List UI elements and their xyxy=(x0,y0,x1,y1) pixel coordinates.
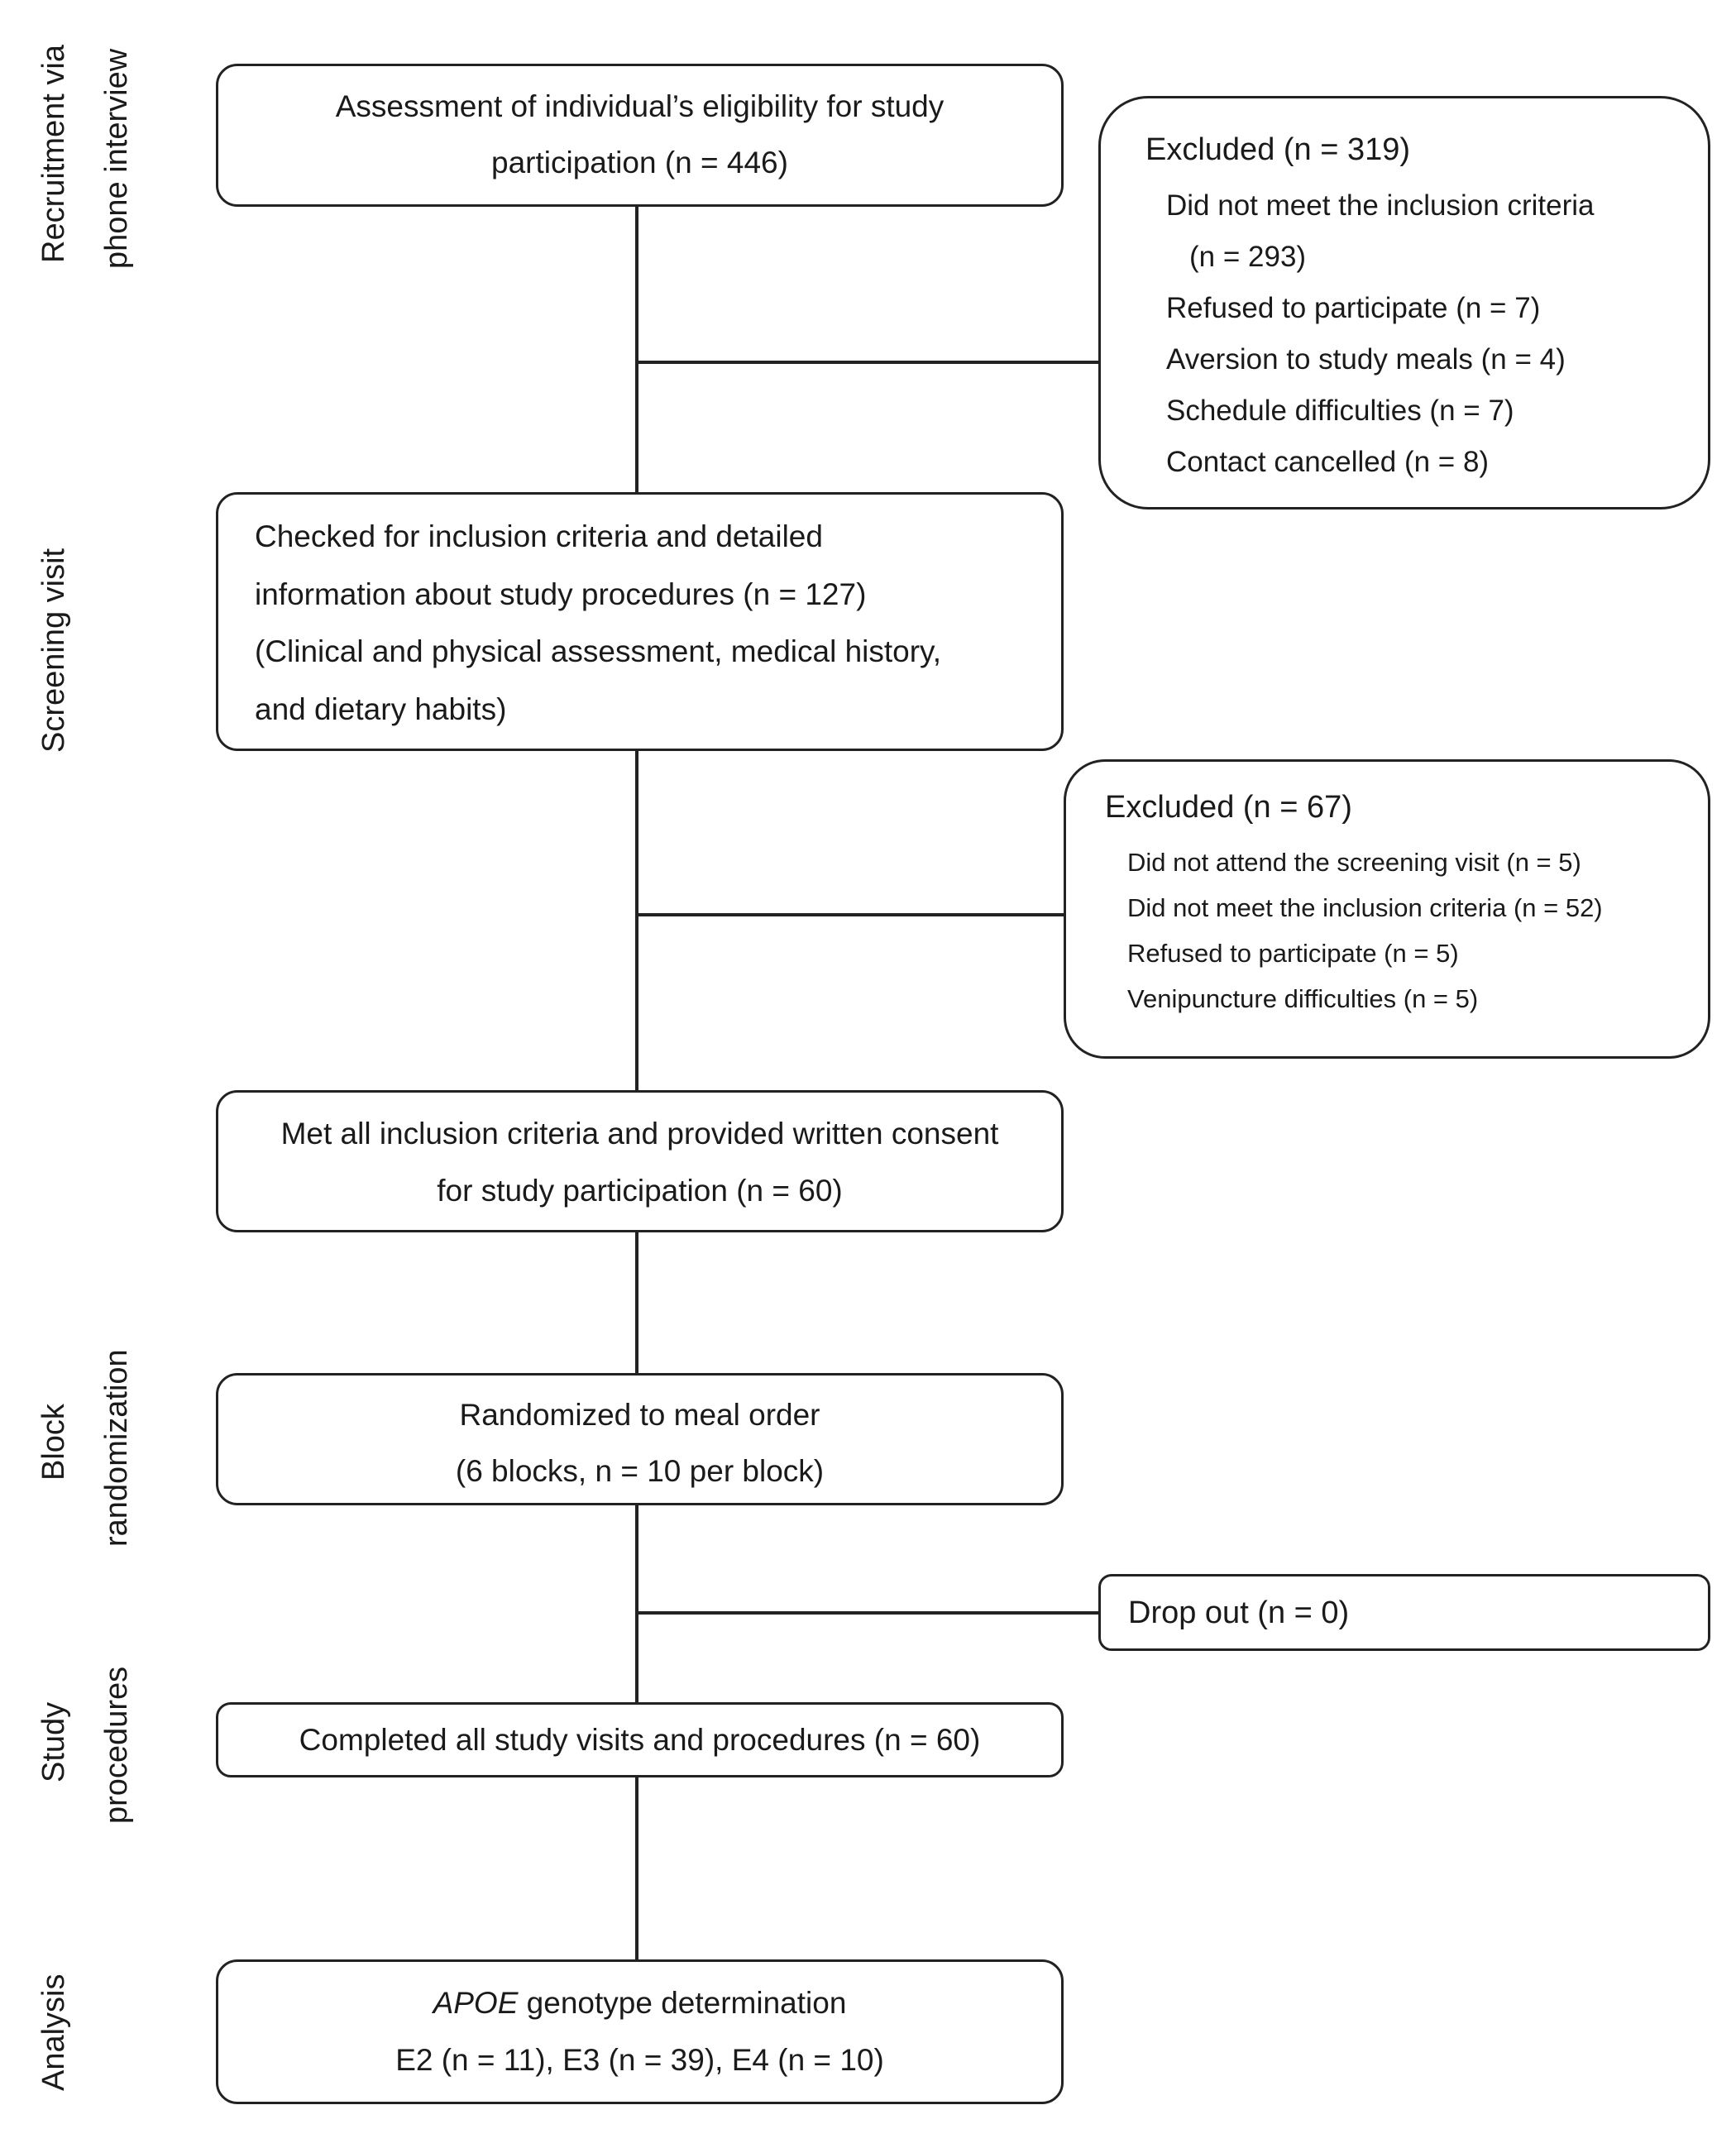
phase-label-analysis: Analysis xyxy=(36,1974,71,2092)
exclusion-2-item: Refused to participate (n = 5) xyxy=(1127,939,1459,968)
connector-screening-to-consent xyxy=(635,751,638,1090)
connector-to-exclusion-1 xyxy=(635,361,1098,364)
exclusion-2-item: Did not meet the inclusion criteria (n =… xyxy=(1127,893,1603,922)
exclusion-2-item: Venipuncture difficulties (n = 5) xyxy=(1127,984,1479,1013)
analysis-text-1: APOE genotype determination xyxy=(216,1988,1064,2018)
phase-label-block-2: randomization xyxy=(99,1349,134,1547)
exclusion-1-item: Aversion to study meals (n = 4) xyxy=(1166,343,1566,376)
exclusion-2-item: Did not attend the screening visit (n = … xyxy=(1127,848,1581,877)
exclusion-box-1 xyxy=(1098,96,1710,510)
gene-name: APOE xyxy=(433,1986,519,2020)
screening-text-3: (Clinical and physical assessment, medic… xyxy=(255,634,942,668)
screening-box xyxy=(216,492,1064,751)
exclusion-1-item: Did not meet the inclusion criteria xyxy=(1166,189,1595,222)
exclusion-1-item: (n = 293) xyxy=(1189,241,1307,273)
phase-label-recruitment-1: Recruitment via xyxy=(36,45,71,263)
assessment-text-2: participation (n = 446) xyxy=(491,146,788,179)
exclusion-1-title: Excluded (n = 319) xyxy=(1145,132,1411,167)
screening-text-2: information about study procedures (n = … xyxy=(255,577,867,611)
assessment-box xyxy=(216,64,1064,207)
exclusion-2-title: Excluded (n = 67) xyxy=(1105,790,1352,825)
connector-assessment-to-screening xyxy=(635,207,638,492)
analysis-text-1-rest: genotype determination xyxy=(518,1986,847,2020)
exclusion-1-item: Schedule difficulties (n = 7) xyxy=(1166,395,1514,427)
consent-text-1: Met all inclusion criteria and provided … xyxy=(280,1117,999,1151)
dropout-box xyxy=(1098,1574,1710,1651)
connector-to-exclusion-2 xyxy=(635,913,1064,916)
phase-label-study-1: Study xyxy=(36,1701,71,1782)
assessment-text-1: Assessment of individual’s eligibility f… xyxy=(335,89,945,123)
analysis-box xyxy=(216,1959,1064,2104)
completed-text: Completed all study visits and procedure… xyxy=(299,1723,981,1757)
dropout-text: Drop out (n = 0) xyxy=(1128,1596,1350,1630)
exclusion-1-item: Contact cancelled (n = 8) xyxy=(1166,446,1490,478)
screening-text-1: Checked for inclusion criteria and detai… xyxy=(255,519,823,553)
randomized-text-2: (6 blocks, n = 10 per block) xyxy=(455,1454,825,1488)
phase-label-block-1: Block xyxy=(36,1404,71,1481)
phase-label-study-2: procedures xyxy=(99,1666,134,1824)
screening-text-4: and dietary habits) xyxy=(255,692,507,726)
exclusion-box-2 xyxy=(1064,759,1710,1059)
phase-label-recruitment-2: phone interview xyxy=(99,48,134,269)
connector-to-dropout xyxy=(635,1611,1098,1615)
randomized-box xyxy=(216,1373,1064,1505)
completed-box xyxy=(216,1702,1064,1777)
consent-box xyxy=(216,1090,1064,1232)
analysis-text-2: E2 (n = 11), E3 (n = 39), E4 (n = 10) xyxy=(395,2043,884,2077)
connector-randomized-to-completed xyxy=(635,1505,638,1704)
connector-consent-to-randomized xyxy=(635,1231,638,1373)
phase-label-screening: Screening visit xyxy=(36,548,71,753)
randomized-text-1: Randomized to meal order xyxy=(459,1398,820,1432)
exclusion-1-item: Refused to participate (n = 7) xyxy=(1166,292,1541,324)
connector-completed-to-analysis xyxy=(635,1776,638,1959)
consent-text-2: for study participation (n = 60) xyxy=(437,1174,843,1208)
